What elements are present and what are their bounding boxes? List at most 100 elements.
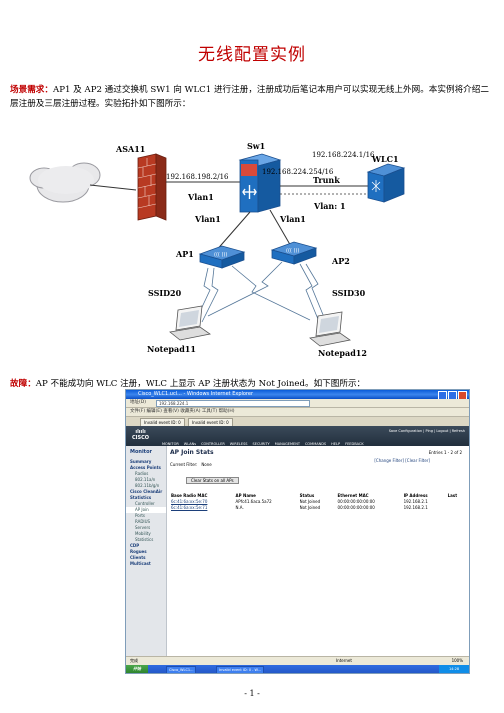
col-last: Last [447,492,458,498]
sidebar-item-statistics[interactable]: Statistics [130,495,152,500]
nav-security[interactable]: SECURITY [252,442,270,446]
menu-help[interactable]: 帮助(H) [218,409,235,414]
row-ap-name: APfc41.6aca.5a72 [235,498,272,504]
task-item-1[interactable]: Cisco_WLC1... [166,666,197,673]
windows-taskbar: 开始 Cisco_WLC1... Invalid event ID: 0 - W… [126,665,469,673]
menu-edit[interactable]: 编辑(E) [146,409,162,414]
row-radio-mac[interactable]: 6c:41:6a:xx:5e:70 [171,498,208,504]
sidebar-item-80211a[interactable]: 802.11a/n [135,477,156,482]
browser-title-bar: Cisco_WLC1.ucl... - Windows Internet Exp… [126,390,469,400]
laptop2-icon [309,311,351,347]
current-filter: Current Filter: None [170,462,466,467]
menu-view[interactable]: 查看(V) [163,409,179,414]
clear-stats-button[interactable]: Clear Stats on all APs [186,477,239,484]
row-status: Not Joined [299,504,321,510]
sidebar-item-80211b[interactable]: 802.11b/g/n [135,483,160,488]
sidebar-item-cdp[interactable]: CDP [130,543,140,548]
svg-text:((( ))): ((( ))) [214,252,227,258]
row-status: Not Joined [299,498,321,504]
cisco-nav: MONITOR WLANs CONTROLLER WIRELESS SECURI… [162,442,364,446]
fault-text: AP 不能成功向 WLC 注册，WLC 上显示 AP 注册状态为 Not Joi… [35,379,366,389]
ap2-icon: ((( ))) [270,241,318,265]
ap-join-panel: AP Join Stats Entries 1 - 2 of 2 [Change… [170,446,466,656]
asa-ip: 192.168.198.2/16 [166,173,229,181]
wlc-label: WLC1 [371,154,399,164]
scene-text: AP1 及 AP2 通过交换机 SW1 向 WLC1 进行注册，注册成功后笔记本… [10,85,489,109]
sidebar-item-radios[interactable]: Radios [135,471,149,476]
svg-text:((( ))): ((( ))) [286,248,299,254]
task-item-2[interactable]: Invalid event ID: 0 - W... [216,666,264,673]
nav-commands[interactable]: COMMANDS [304,442,327,446]
cloud-icon [29,162,101,203]
sidebar-item-ports[interactable]: Ports [135,513,146,518]
current-filter-value: None [201,462,212,467]
sw-label: Sw1 [247,141,265,151]
nav-monitor[interactable]: MONITOR [162,442,179,446]
sidebar-item-clients[interactable]: Clients [130,555,146,560]
fault-paragraph: 故障：AP 不能成功向 WLC 注册，WLC 上显示 AP 注册状态为 Not … [10,377,494,389]
vlan-trunk: Vlan: 1 [313,201,346,211]
cisco-top-links[interactable]: Save Configuration | Ping | Logout | Ref… [388,429,465,433]
current-filter-label: Current Filter: [170,462,198,467]
address-input[interactable]: 192.168.224.1 [156,400,310,407]
page-number: - 1 - [244,689,260,698]
start-button[interactable]: 开始 [126,665,148,673]
sidebar-item-radius[interactable]: RADIUS Servers [135,519,151,530]
sidebar-item-ap-join[interactable]: AP Join [126,507,166,513]
menu-bar: 文件(F) 编辑(E) 查看(V) 收藏夹(A) 工具(T) 帮助(H) [126,408,469,417]
cisco-content: Monitor Summary Access Points Radios 802… [126,446,469,656]
sidebar-item-access-points[interactable]: Access Points [130,465,161,470]
tab-strip: Invalid event ID: 0 Invalid event ID: 0 [126,417,469,427]
cisco-logo: ılıılı CISCO [132,429,150,441]
menu-favorites[interactable]: 收藏夹(A) [180,409,201,414]
cisco-bars-icon: ılıılı [135,429,146,435]
monitor-sidebar: Monitor Summary Access Points Radios 802… [126,446,167,656]
sidebar-item-mobility[interactable]: Mobility Statistics [135,531,154,542]
fault-label: 故障： [10,379,36,389]
nav-management[interactable]: MANAGEMENT [274,442,300,446]
table-row: 6c:41:6a:xx:5e:71 N.A. Not Joined 00:00:… [170,504,466,510]
table-row: 6c:41:6a:xx:5e:70 APfc41.6aca.5a72 Not J… [170,498,466,504]
switch-icon [238,153,282,213]
nav-help[interactable]: HELP [331,442,341,446]
ap1-icon: ((( ))) [198,245,246,269]
sidebar-item-cleanair[interactable]: Cisco CleanAir [130,489,163,494]
scene-label: 场景需求： [10,85,53,95]
asa-label: ASA11 [115,144,145,154]
browser-title: Cisco_WLC1.ucl... - Windows Internet Exp… [138,391,254,397]
sidebar-item-rogues[interactable]: Rogues [130,549,147,554]
ssid2-label: SSID30 [332,288,366,298]
browser-screenshot: Cisco_WLC1.ucl... - Windows Internet Exp… [125,389,470,674]
nav-wireless[interactable]: WIRELESS [229,442,248,446]
ssid1-label: SSID20 [148,288,182,298]
laptop1-icon [169,305,211,341]
row-ip: 192.168.2.1 [403,498,428,504]
topology-diagram: ASA11 192.168.198.2/16 Vlan1 Sw1 192.168… [29,141,406,358]
row-ethernet-mac: 00:00:00:00:00:00 [337,504,375,510]
menu-tools[interactable]: 工具(T) [201,409,218,414]
row-ap-name: N.A. [235,504,244,510]
sidebar-item-summary[interactable]: Summary [130,459,152,464]
sidebar-item-controller[interactable]: Controller [135,501,155,506]
nav-wlans[interactable]: WLANs [183,442,197,446]
table-header: Base Radio MAC AP Name Status Ethernet M… [170,492,466,498]
wlc-ip: 192.168.224.1/16 [312,151,375,159]
menu-file[interactable]: 文件(F) [130,409,146,414]
col-ethernet-mac: Ethernet MAC [337,492,369,498]
nav-feedback[interactable]: FEEDBACK [345,442,364,446]
row-radio-mac[interactable]: 6c:41:6a:xx:5e:71 [171,504,208,510]
sidebar-item-multicast[interactable]: Multicast [130,561,151,566]
col-base-radio-mac: Base Radio MAC [171,492,208,498]
address-bar: 地址(D) 192.168.224.1 [126,399,469,408]
filter-links[interactable]: [Change Filter] [Clear Filter] [374,458,430,463]
vlan-ap1: Vlan1 [194,214,221,224]
zoom-level[interactable]: 100% [451,658,463,663]
sidebar-title: Monitor [130,449,152,455]
row-last [447,504,466,510]
ap1-label: AP1 [175,249,194,259]
nav-controller[interactable]: CONTROLLER [201,442,225,446]
row-ip: 192.168.2.1 [403,504,428,510]
col-status: Status [299,492,315,498]
sw-ip: 192.168.224.254/16 [262,168,334,176]
trunk-label: Trunk [313,175,340,185]
